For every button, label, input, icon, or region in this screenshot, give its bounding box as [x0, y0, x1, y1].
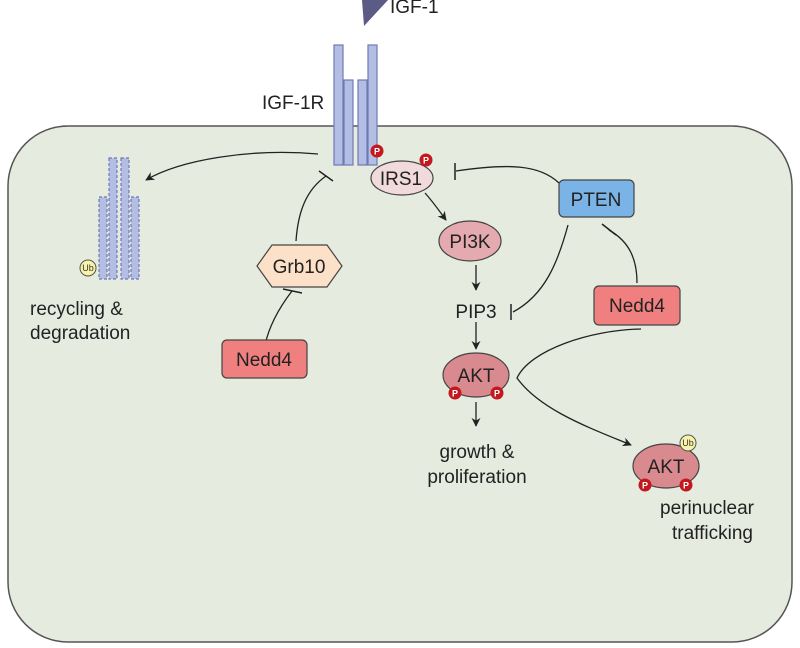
arrow-nedd4-akt-trafficking: [516, 328, 642, 447]
svg-text:P: P: [642, 481, 648, 491]
nedd4-left-node: [221, 339, 308, 379]
irs1-phospho-badge: P: [419, 153, 433, 167]
nedd4-left-label: Nedd4: [236, 350, 292, 371]
svg-text:P: P: [683, 481, 689, 491]
akt-node: [442, 352, 510, 398]
recycled-receptor: [98, 157, 140, 280]
igf1-ligand-icon: [362, 0, 388, 26]
nedd4-right-node: [593, 285, 681, 326]
ubiquitin-badge-receptor: Ub: [79, 259, 97, 277]
akt-phospho-badge-right: P: [490, 386, 504, 400]
inhibit-bar-receptor: [318, 170, 334, 182]
svg-text:Ub: Ub: [682, 438, 694, 448]
inhibit-grb10-to-receptor: [295, 175, 327, 242]
svg-text:Ub: Ub: [82, 263, 94, 273]
inhibit-bar-pten: [601, 223, 617, 236]
perinuclear-label: perinuclear: [660, 498, 755, 519]
akt-trafficked-phospho-badge-left: P: [638, 478, 652, 492]
pi3k-label: PI3K: [449, 232, 491, 253]
arrow-irs1-to-pi3k: [424, 192, 447, 221]
proliferation-label: proliferation: [427, 467, 526, 488]
inhibit-bar-grb10: [282, 288, 303, 294]
akt-trafficked-label: AKT: [648, 457, 685, 478]
inhibit-nedd4-to-grb10: [264, 290, 293, 346]
akt-trafficked-phospho-badge-right: P: [679, 478, 693, 492]
akt-label: AKT: [458, 366, 495, 387]
svg-text:P: P: [374, 147, 380, 157]
inhibit-pten-to-irs1: [455, 165, 560, 184]
svg-text:P: P: [452, 389, 458, 399]
grb10-label: Grb10: [273, 257, 326, 278]
pten-node: [558, 179, 635, 218]
grb10-node: [256, 244, 343, 288]
degradation-label: degradation: [30, 323, 130, 344]
nedd4-right-label: Nedd4: [609, 296, 665, 317]
svg-text:P: P: [494, 389, 500, 399]
ubiquitin-badge-akt: Ub: [679, 434, 697, 452]
igf1r-receptor: [333, 44, 378, 166]
trafficking-label: trafficking: [672, 523, 753, 544]
svg-text:P: P: [423, 156, 429, 166]
arrow-receptor-to-recycling: [145, 151, 319, 181]
receptor-label: IGF-1R: [262, 93, 324, 114]
pten-label: PTEN: [571, 190, 622, 211]
akt-trafficked-node: [632, 443, 700, 489]
growth-label: growth &: [440, 442, 515, 463]
cell-membrane: [7, 125, 793, 643]
irs1-node: [370, 160, 434, 196]
irs1-label: IRS1: [380, 169, 422, 190]
recycling-label: recycling &: [30, 299, 123, 320]
receptor-phospho-badge: P: [370, 144, 384, 158]
inhibit-pten-to-pip3: [512, 224, 569, 313]
pip3-label: PIP3: [455, 302, 496, 323]
pi3k-node: [438, 220, 502, 262]
akt-phospho-badge-left: P: [448, 386, 462, 400]
ligand-label: IGF-1: [390, 0, 439, 18]
